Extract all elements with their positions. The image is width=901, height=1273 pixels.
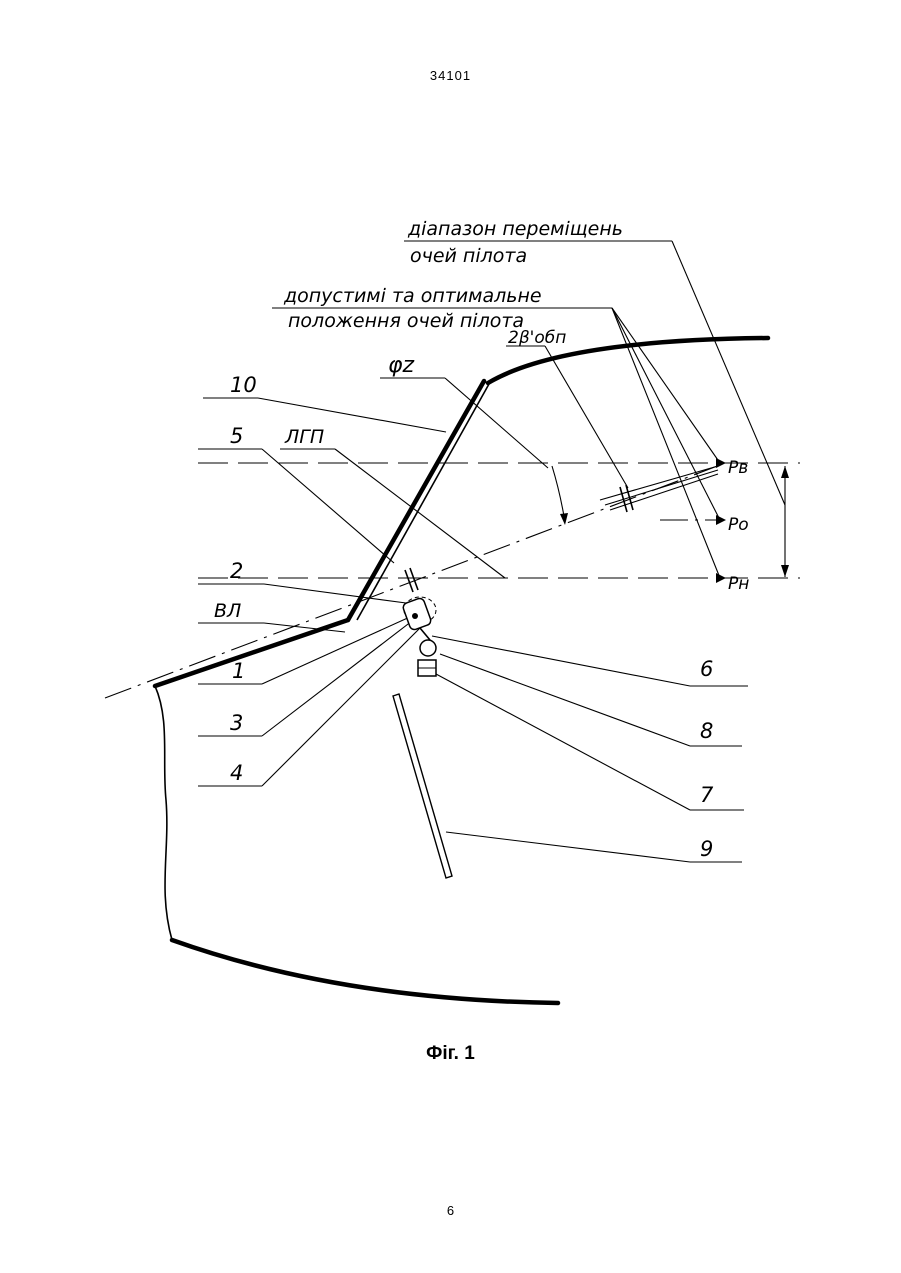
- beta-label: 2β'обп: [508, 328, 566, 348]
- swivel-joint: [420, 640, 436, 656]
- part-label-5: 5: [230, 424, 243, 448]
- phi-angle-arc: [552, 466, 565, 522]
- part-label-8: 8: [700, 719, 713, 743]
- nose-contour: [155, 620, 348, 686]
- page-number: 6: [0, 1203, 901, 1218]
- figure-caption: Фіг. 1: [0, 1043, 901, 1065]
- pn-label: Pн: [728, 574, 749, 594]
- sight-line: [105, 465, 720, 698]
- phi-label: φz: [388, 353, 415, 378]
- vl-label: ВЛ: [214, 600, 241, 622]
- part-label-1: 1: [232, 659, 245, 683]
- positions-label-line1: допустимі та оптимальне: [283, 285, 542, 307]
- part-label-6: 6: [700, 657, 713, 681]
- part-label-7: 7: [700, 783, 714, 807]
- support-bar-9: [393, 694, 452, 878]
- fuselage-front-wall: [155, 686, 172, 940]
- part-label-4: 4: [230, 761, 243, 785]
- cockpit-floor-contour: [172, 940, 558, 1003]
- range-label-line1: діапазон переміщень: [407, 218, 623, 240]
- pv-label: Pв: [728, 458, 748, 478]
- part-label-9: 9: [700, 837, 713, 861]
- range-label-line2: очей пілота: [410, 245, 527, 267]
- lgp-label: ЛГП: [284, 426, 324, 448]
- positions-label-line2: положення очей пілота: [288, 310, 524, 332]
- part-label-10: 10: [230, 373, 257, 397]
- part-label-2: 2: [230, 559, 243, 583]
- po-label: Pо: [728, 515, 749, 535]
- part-label-3: 3: [230, 711, 243, 735]
